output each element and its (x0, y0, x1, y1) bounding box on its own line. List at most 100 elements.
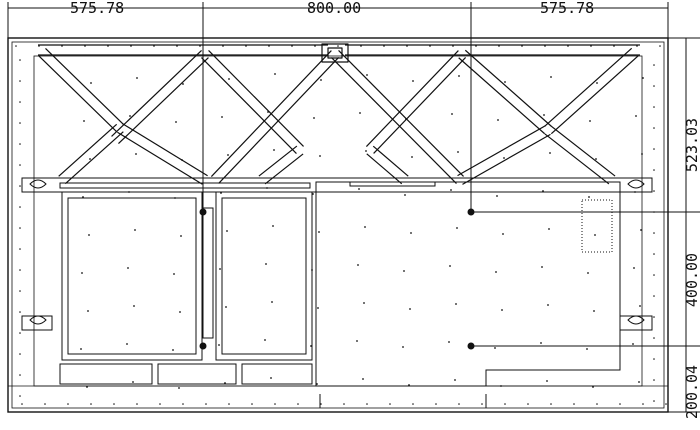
center-panel-inner (221, 197, 307, 355)
edge-dot (19, 374, 21, 376)
screw-dot (83, 120, 85, 122)
edge-dot (527, 403, 529, 405)
screw-dot (88, 234, 90, 236)
top-dimension-lines (7, 2, 669, 210)
vertical-channel (202, 207, 214, 339)
x-bracing-frame (38, 43, 640, 185)
vesa-hole (199, 208, 207, 216)
screw-holes (15, 45, 667, 405)
brace-edge (372, 145, 409, 177)
screw-dot (175, 121, 177, 123)
edge-dot (19, 185, 21, 187)
brace-edge (365, 50, 459, 147)
screw-dot (312, 193, 314, 195)
edge-dot (15, 45, 17, 47)
edge-dot (19, 332, 21, 334)
screw-dot (134, 229, 136, 231)
brace-edge (117, 131, 203, 185)
left-panel-inner (67, 197, 197, 355)
screw-dot (265, 263, 267, 265)
edge-dot (596, 403, 598, 405)
edge-dot (205, 403, 207, 405)
brace-edge (458, 57, 546, 135)
edge-dot (314, 45, 316, 47)
screw-dot (311, 269, 313, 271)
edge-dot (84, 45, 86, 47)
edge-dot (159, 403, 161, 405)
screw-dot (546, 380, 548, 382)
edge-dot (475, 45, 477, 47)
screw-dot (405, 118, 407, 120)
screw-dot (274, 73, 276, 75)
screw-dot (593, 310, 595, 312)
edge-dot (653, 358, 655, 360)
brace-edge (201, 57, 297, 154)
brace-edge (218, 57, 340, 184)
screw-dot (127, 267, 129, 269)
edge-dot (19, 101, 21, 103)
screw-dot (594, 234, 596, 236)
edge-dot (19, 353, 21, 355)
edge-dot (665, 403, 667, 405)
edge-dot (653, 148, 655, 150)
screw-dot (228, 78, 230, 80)
brace-edge (338, 50, 464, 177)
brace-edge (58, 123, 118, 177)
screw-dot (273, 149, 275, 151)
edge-dot (653, 211, 655, 213)
screw-dot (494, 347, 496, 349)
edge-dot (61, 45, 63, 47)
screw-dot (410, 232, 412, 234)
screw-dot (586, 348, 588, 350)
screw-dot (408, 384, 410, 386)
screw-dot (272, 225, 274, 227)
upper-rail-slot (59, 182, 311, 189)
edge-dot (67, 403, 69, 405)
edge-dot (19, 143, 21, 145)
screw-dot (592, 386, 594, 388)
screw-dot (126, 343, 128, 345)
screw-dot (638, 381, 640, 383)
edge-dot (406, 45, 408, 47)
screw-dot (359, 112, 361, 114)
screw-dot (89, 158, 91, 160)
edge-dot (19, 227, 21, 229)
screw-dot (635, 115, 637, 117)
brace-edge (550, 125, 616, 177)
left-panel (61, 191, 203, 361)
screw-dot (456, 227, 458, 229)
edge-dot (653, 232, 655, 234)
screw-dot (458, 75, 460, 77)
brace-edge (208, 50, 304, 147)
screw-dot (266, 187, 268, 189)
dimension-center-width: 800.00 (307, 0, 361, 17)
edge-dot (567, 45, 569, 47)
hook (29, 315, 47, 325)
brace-edge (118, 57, 209, 145)
edge-dot (19, 164, 21, 166)
screw-dot (90, 82, 92, 84)
edge-dot (653, 253, 655, 255)
brace-edge (464, 49, 552, 127)
screw-dot (411, 156, 413, 158)
brace-edge (544, 133, 610, 185)
screw-dot (313, 117, 315, 119)
edge-dot (481, 403, 483, 405)
screw-dot (362, 378, 364, 380)
screw-dot (403, 270, 405, 272)
screw-dot (497, 119, 499, 121)
screw-dot (547, 304, 549, 306)
screw-dot (317, 307, 319, 309)
brace-edge (122, 123, 208, 177)
left-lower-rail (21, 315, 53, 331)
edge-dot (291, 45, 293, 47)
brace-edge (64, 131, 124, 185)
edge-dot (653, 169, 655, 171)
screw-dot (363, 302, 365, 304)
hook (627, 315, 645, 325)
edge-dot (573, 403, 575, 405)
screw-dot (589, 120, 591, 122)
edge-dot (44, 403, 46, 405)
horizontal-rails (21, 177, 653, 331)
